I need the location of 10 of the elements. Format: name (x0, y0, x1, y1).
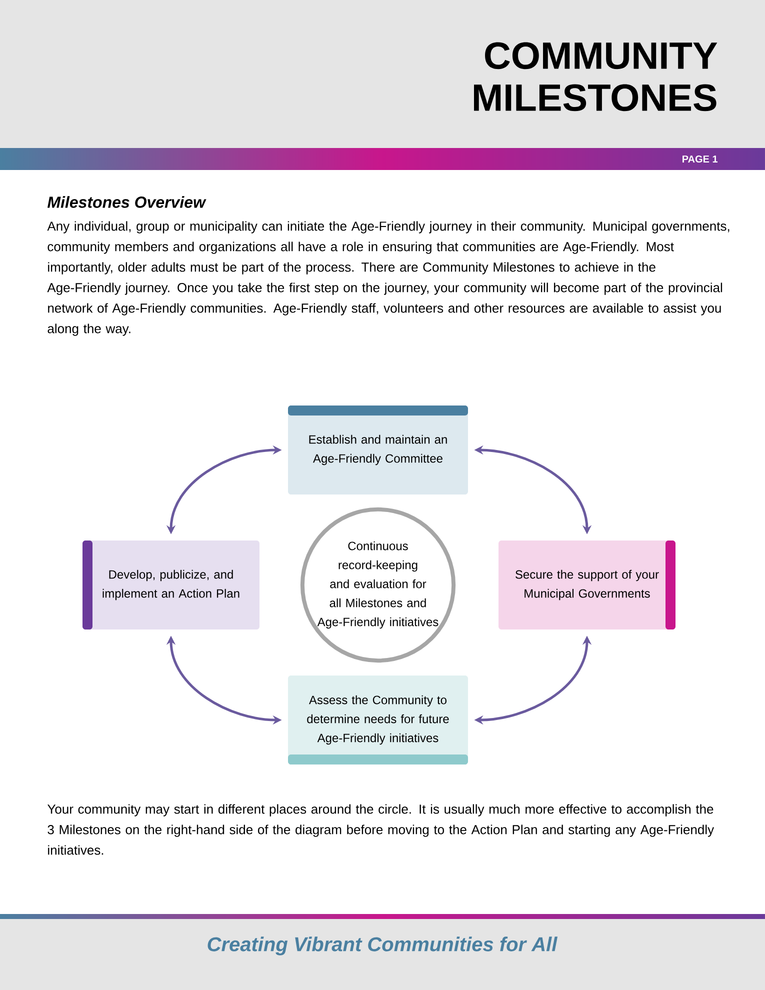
tagline: Creating Vibrant Communities for All (208, 936, 558, 956)
page-number: PAGE 1 (682, 155, 718, 163)
page-title: COMMUNITY MILESTONES (474, 42, 718, 112)
milestone-box: Secure the support of your Municipal Governments (498, 540, 676, 630)
body-paragraph: Any individual, group or municipality can initiate the Age-Friendly journey in their community. Municipal governments, community members and organizations all have a role in ensuring that communities are Age-Friendly. Most importantly, older adults must be part of the process. There are Community Milestones to achieve in the Age-Friendly journey. Once you take the first step on the journey, your community will become part of the provincial network of Age-Friendly communities. Age-Friendly staff, volunteers and other resources are available to assist you along the way. (47, 221, 730, 336)
section-heading: Milestones Overview (47, 196, 206, 208)
milestone-box: Establish and maintain an Age-Friendly Committee (288, 406, 468, 494)
body-paragraph: Your community may start in different places around the circle. It is usually much more effective to accomplish the 3 Milestones on the right-hand side of the diagram before moving to the Action Plan and starting any Age-Friendly initiatives. (47, 804, 714, 855)
milestone-box: Develop, publicize, and implement an Action Plan (82, 540, 260, 630)
milestone-box: Assess the Community to determine needs for future Age-Friendly initiatives (288, 676, 468, 764)
